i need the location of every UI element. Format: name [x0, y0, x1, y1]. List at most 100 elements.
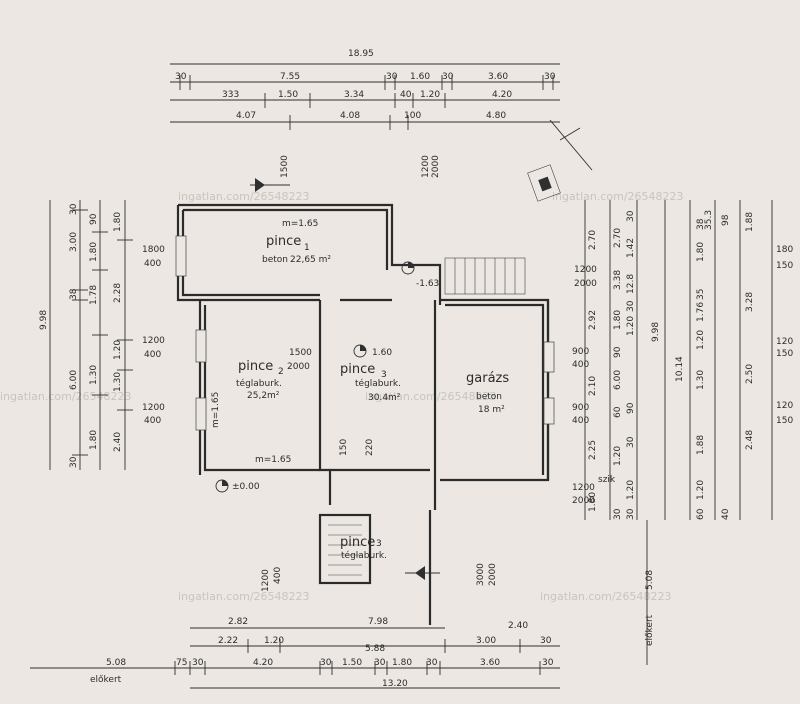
- dim-right: 35.3: [704, 210, 714, 230]
- opening-height: 400: [572, 360, 589, 370]
- dim-right: 1.30: [696, 370, 706, 390]
- dim-bottom: 1.50: [342, 658, 362, 668]
- dim-right: 38: [696, 218, 706, 230]
- room-floor: téglaburk.: [236, 378, 282, 389]
- bottom-dimension-lines: 2.82 7.98 2.22 1.20 5.88 3.00 2.40 30 5.…: [30, 617, 560, 689]
- room-area: 25,2m²: [247, 391, 280, 401]
- dim-right: 90: [613, 346, 623, 358]
- dim-left-4: 6.00: [69, 370, 79, 390]
- opening-width: 3000: [476, 563, 486, 586]
- room-name: pince: [340, 535, 375, 550]
- dim-right: 90: [626, 402, 636, 414]
- room-floor: téglaburk.: [341, 550, 387, 561]
- dim-right: 2.70: [613, 228, 623, 248]
- opening-height: 2000: [431, 155, 441, 178]
- dim-right: 1.80: [696, 242, 706, 262]
- opening-width: 1200: [142, 403, 165, 413]
- room-height: m=1.65: [282, 219, 318, 229]
- opening-height: 400: [144, 416, 161, 426]
- room-floor: beton: [262, 255, 288, 265]
- level-label: -1.63: [416, 279, 439, 289]
- room-name: garázs: [466, 371, 509, 386]
- dim-top-14: 4.07: [236, 111, 256, 121]
- dim-right: 1.76: [696, 302, 706, 322]
- dim-right: 150: [776, 261, 793, 271]
- opening-width: 1200: [572, 483, 595, 493]
- watermark-text: ingatlan.com/26548223: [365, 390, 497, 403]
- staircase-upper: [454, 258, 516, 294]
- dim-left-5: 30: [69, 456, 79, 468]
- dim-bottom: 30: [542, 658, 554, 668]
- dim-right: 10.14: [675, 356, 685, 382]
- watermark-text: ingatlan.com/26548223: [540, 590, 672, 603]
- elokert-dim: 5.08: [645, 570, 655, 590]
- dim-left-14: 1.30: [113, 372, 123, 392]
- room-number: 3: [376, 539, 382, 549]
- room-floor: téglaburk.: [355, 378, 401, 389]
- dim-left-12: 2.28: [113, 283, 123, 303]
- dim-left-10: 1.80: [89, 430, 99, 450]
- dim-right: 180: [776, 245, 793, 255]
- room-pince3-lower: pince 3 téglaburk.: [340, 535, 387, 561]
- dim-bottom: 3.00: [476, 636, 496, 646]
- room-height: m=1.65: [255, 455, 291, 465]
- dim-top-3: 30: [386, 72, 398, 82]
- dim-top-15: 4.08: [340, 111, 360, 121]
- dim-right: 30: [626, 210, 636, 222]
- dim-right: 30: [613, 508, 623, 520]
- dim-right: 1.20: [696, 330, 706, 350]
- room-number: 1: [304, 243, 310, 253]
- dim-right: 1.20: [613, 446, 623, 466]
- dim-top-4: 1.60: [410, 72, 430, 82]
- opening-width: 1200: [142, 336, 165, 346]
- dim-right: 98: [721, 214, 731, 226]
- opening-width: 1200: [261, 569, 271, 592]
- opening-width: 1800: [142, 245, 165, 255]
- dim-bottom: 2.82: [228, 617, 248, 627]
- dim-bottom: 30: [374, 658, 386, 668]
- dim-right: 150: [776, 349, 793, 359]
- dim-top-13: 4.20: [492, 90, 512, 100]
- opening-width: 900: [572, 403, 589, 413]
- dim-bottom: 1.20: [264, 636, 284, 646]
- dim-bottom: 75: [176, 658, 187, 668]
- dim-top-9: 1.50: [278, 90, 298, 100]
- right-dimension-lines: 2.70 2.92 2.10 2.25 1.80 2.70 3.38 1.80 …: [584, 200, 793, 665]
- room-number: 2: [278, 367, 284, 377]
- elokert-label: előkert: [90, 675, 122, 685]
- dim-top-12: 1.20: [420, 90, 440, 100]
- opening-height: 400: [273, 567, 283, 584]
- dim-right: 120: [776, 401, 793, 411]
- dim-right: 40: [721, 508, 731, 520]
- dim-top-6: 3.60: [488, 72, 508, 82]
- opening-width: 900: [572, 347, 589, 357]
- dim-top-1: 30: [175, 72, 187, 82]
- dim-right: 3.28: [745, 292, 755, 312]
- dim-right: 1.20: [626, 316, 636, 336]
- dim-right: 2.48: [745, 430, 755, 450]
- dim-right: 2.25: [588, 440, 598, 460]
- opening-height: 2000: [488, 563, 498, 586]
- dim-right: 2.50: [745, 364, 755, 384]
- section-mark-icon: [250, 178, 440, 580]
- room-area: 18 m²: [478, 405, 505, 415]
- dim-top-17: 4.80: [486, 111, 506, 121]
- room-pince1: pince 1 beton 22,65 m² m=1.65: [262, 219, 331, 265]
- opening-labels: 1800 400 1200 400 1200 400 1500 2000 120…: [142, 155, 597, 592]
- room-height: m=1.65: [211, 392, 221, 428]
- dim-left-15: 2.40: [113, 432, 123, 452]
- opening-height: 220: [365, 439, 375, 456]
- dim-right: 1.42: [626, 238, 636, 258]
- dim-right: 150: [776, 416, 793, 426]
- watermark-text: ingatlan.com/26548223: [0, 390, 132, 403]
- opening-height: 2000: [572, 496, 595, 506]
- dim-right: 1.80: [588, 492, 598, 512]
- dim-left-1: 30: [69, 203, 79, 215]
- top-dimension-lines: 18.95 30 7.55 30 1.60 30 3.60 30 333 1.5…: [170, 49, 560, 130]
- dim-right: 30: [626, 300, 636, 312]
- dim-right: 6.00: [613, 370, 623, 390]
- dim-bottom: 30: [320, 658, 332, 668]
- north-arrow-icon: [527, 119, 593, 202]
- dim-right: 1.88: [696, 435, 706, 455]
